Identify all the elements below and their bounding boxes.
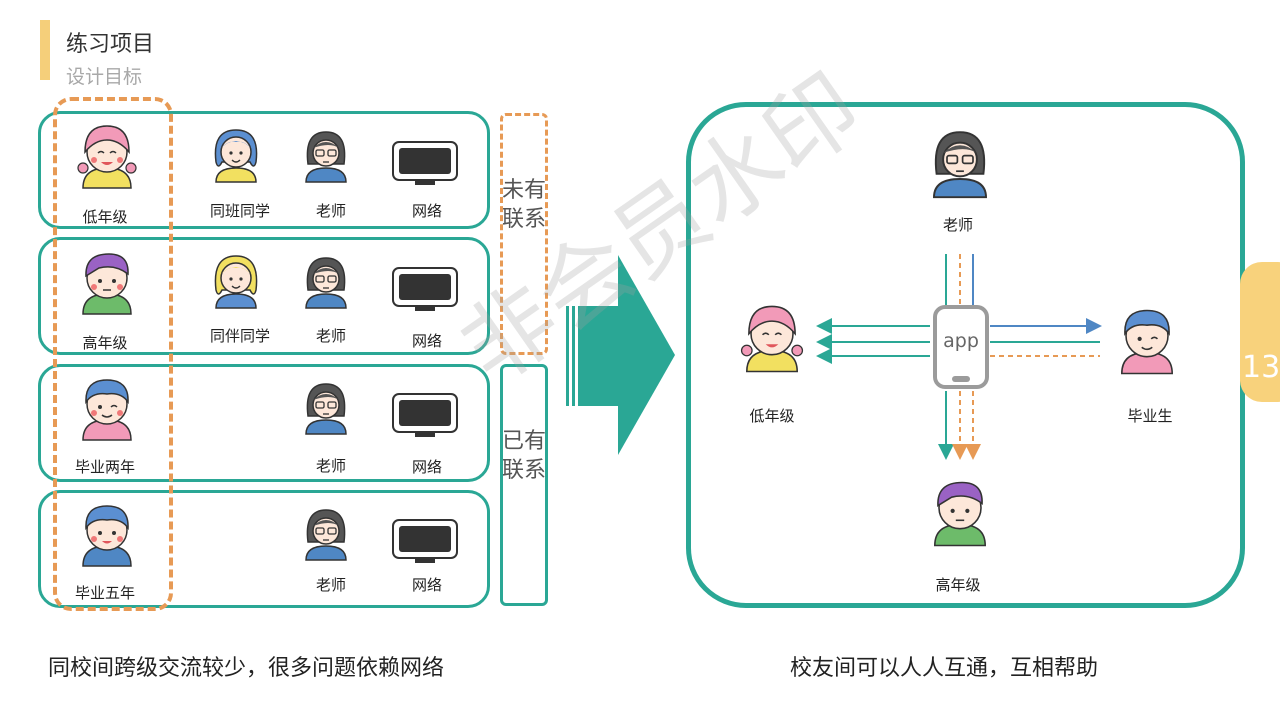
peer-classmate-icon (214, 129, 258, 183)
row-box-grad2 (38, 364, 490, 482)
annotation-not-connected-box (500, 113, 548, 355)
connection-lines-layer (740, 131, 1173, 547)
teacher-icon (305, 131, 347, 183)
app-label: app (943, 330, 979, 352)
graduate-node-icon (1121, 309, 1173, 375)
teacher-icon (305, 509, 347, 561)
senior-node-icon (934, 481, 986, 547)
label-teacher: 老师 (315, 327, 346, 345)
page-number-tab (1240, 262, 1280, 402)
label-network: 网络 (411, 202, 442, 220)
row-box-junior (38, 111, 490, 229)
page-subtitle: 设计目标 (66, 66, 143, 88)
label-network: 网络 (411, 458, 442, 476)
page-title: 练习项目 (66, 32, 155, 57)
annotation-connected-box (500, 364, 548, 606)
label-teacher: 老师 (315, 202, 346, 220)
student-junior-icon (77, 125, 137, 189)
annotation-connected: 已有联系 (501, 429, 546, 483)
label-network: 网络 (411, 576, 442, 594)
student-column-highlight (53, 97, 173, 611)
row-box-senior (38, 237, 490, 355)
label-student-junior: 低年级 (82, 208, 128, 226)
student-grad5-icon (82, 505, 132, 567)
right-caption: 校友间可以人人互通，互相帮助 (790, 656, 1099, 681)
student-grad2-icon (82, 379, 132, 441)
label-peer-classmate: 同班同学 (209, 202, 270, 220)
label-student-senior: 高年级 (82, 334, 128, 352)
node-label-senior: 高年级 (935, 576, 981, 594)
node-label-junior: 低年级 (749, 407, 795, 425)
transition-arrow-icon (566, 255, 675, 455)
row-box-grad5 (38, 490, 490, 608)
label-student-grad2: 毕业两年 (74, 458, 135, 476)
junior-node-icon (740, 305, 804, 373)
teacher-icon (305, 383, 347, 435)
label-student-grad5: 毕业五年 (74, 584, 135, 602)
network-monitor-icon (392, 141, 458, 186)
label-network: 网络 (411, 332, 442, 350)
network-monitor-icon (392, 393, 458, 438)
teacher-icon (305, 257, 347, 309)
peer-companion-icon (214, 255, 258, 309)
label-peer-companion: 同伴同学 (209, 327, 270, 345)
label-teacher: 老师 (315, 576, 346, 594)
page-number: 13 (1242, 350, 1280, 385)
node-label-graduate: 毕业生 (1127, 407, 1173, 425)
left-caption: 同校间跨级交流较少，很多问题依赖网络 (48, 656, 445, 681)
label-teacher: 老师 (315, 457, 346, 475)
phone-home-button (952, 376, 970, 382)
app-phone-icon (933, 305, 989, 389)
student-senior-icon (82, 253, 132, 315)
network-monitor-icon (392, 519, 458, 564)
title-accent-bar (40, 20, 50, 80)
node-label-teacher: 老师 (942, 216, 973, 234)
teacher-node-icon (933, 131, 987, 199)
annotation-not-connected: 未有联系 (501, 178, 546, 232)
